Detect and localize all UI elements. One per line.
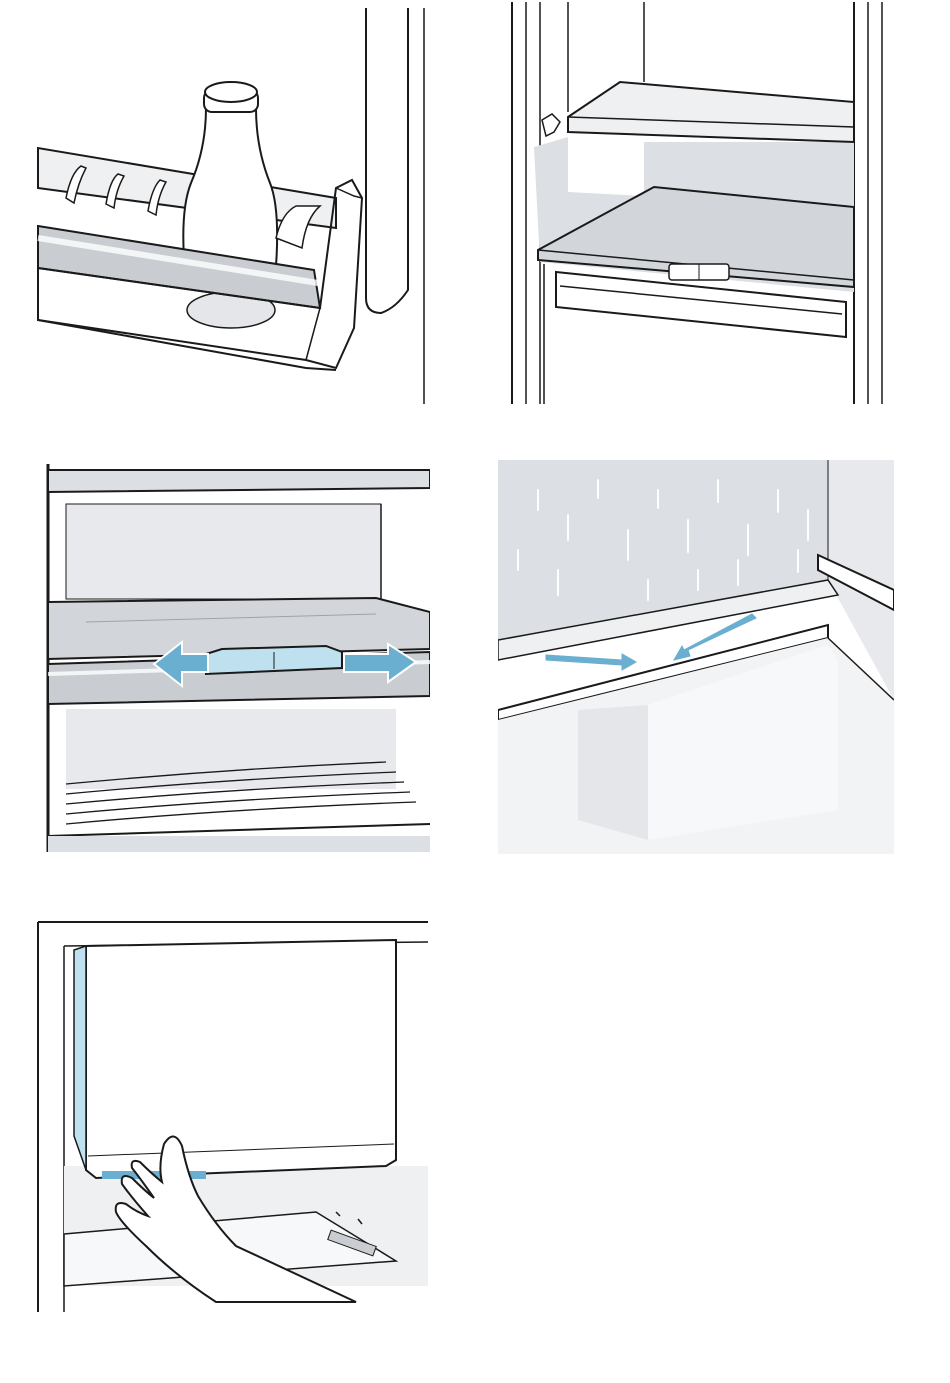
arrow-hint-icon [542,114,560,136]
door-bottle-shelf-illustration [36,8,432,404]
adjustable-glass-shelf-illustration [504,2,894,404]
shelf-slider-adjustment-illustration [46,464,430,852]
shelf-slider-drawing [46,464,430,852]
adjustable-shelf-drawing [504,2,894,404]
drain-channel-drawing [498,460,894,854]
freezer-flap-opening-illustration [36,916,432,1312]
freezer-flap-drawing [36,916,432,1312]
door-bottle-shelf-drawing [36,8,432,404]
condensation-drain-channel-illustration [498,460,894,854]
